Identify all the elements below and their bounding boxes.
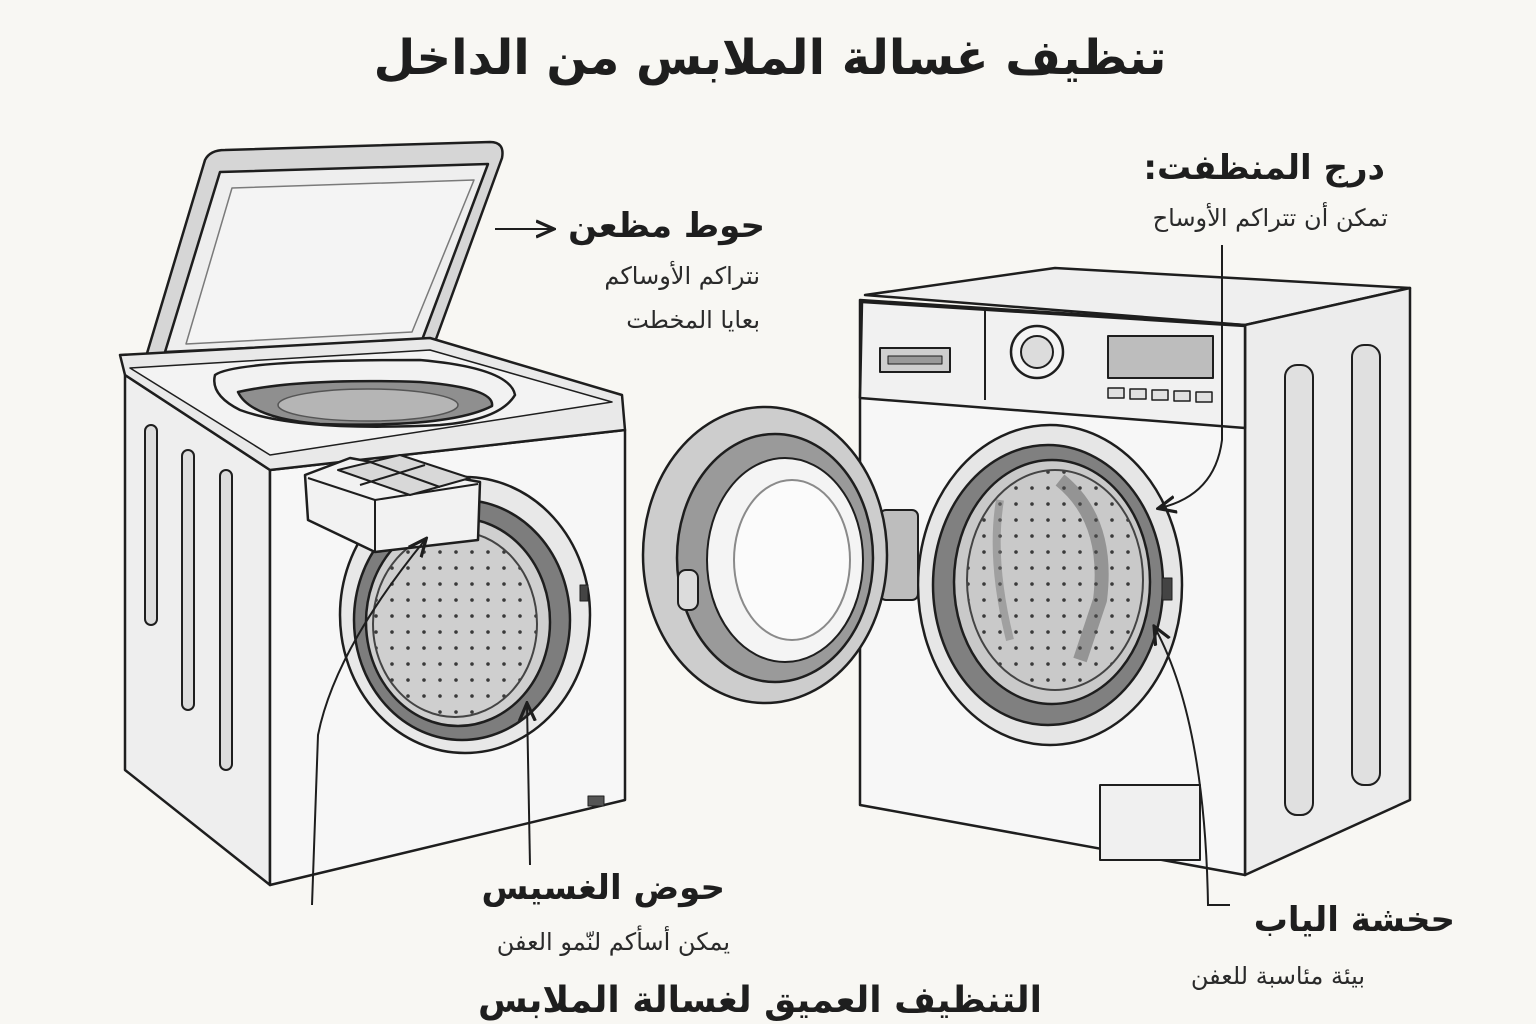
door-gasket-label: حخشة الياب [1253, 900, 1455, 940]
open-door [641, 405, 919, 705]
open-lid [143, 140, 504, 370]
wash-basin-desc: يمكن أسأكم لنّمو العفن [496, 928, 730, 956]
wash-basin-label: حوض الغسيس [481, 868, 725, 908]
top-tub-desc-2: بعايا المخطت [626, 306, 760, 334]
front-load-drum [916, 423, 1184, 747]
top-tub-label: حوط مظعن [568, 206, 765, 246]
detergent-drawer-desc: تمكن أن تتراكم الأوساح [1152, 204, 1388, 232]
top-tub-desc-1: نتراكم الأوساكم [604, 262, 760, 290]
left-washing-machine [118, 140, 627, 887]
leader-lines [311, 229, 1230, 906]
door-gasket-desc: بيئة مئاسبة للعفن [1190, 962, 1365, 990]
footer-caption: التنظيف العميق لغسالة الملابس [477, 980, 1042, 1021]
right-washing-machine [641, 266, 1412, 877]
detergent-drawer-left [303, 454, 482, 554]
page-title: تنظيف غسالة الملابس من الداخل [373, 30, 1167, 86]
detergent-drawer-label: درج المنظفت: [1143, 148, 1385, 188]
